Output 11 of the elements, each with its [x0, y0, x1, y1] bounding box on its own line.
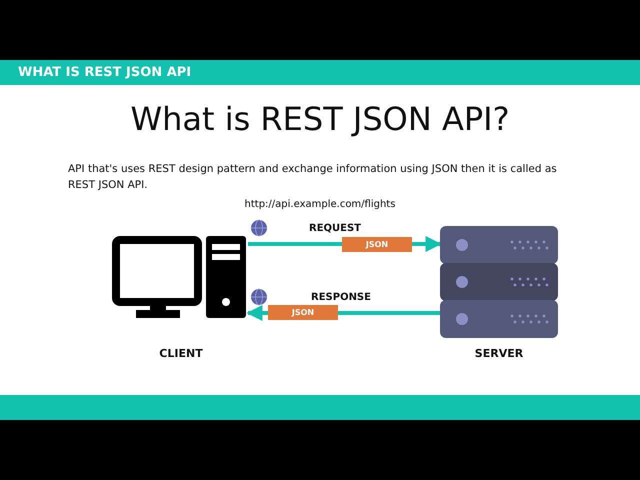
slide-title: What is REST JSON API?: [129, 100, 511, 138]
node-label: SERVER: [474, 347, 524, 360]
server-node: [440, 226, 558, 360]
url-text: http://api.example.com/flights: [244, 199, 396, 210]
description-text: API that's uses REST design pattern and exchange information using JSON then it is called as REST JSON API.: [68, 162, 558, 193]
node-label: CLIENT: [158, 347, 204, 360]
edge-label: REQUEST: [307, 223, 364, 234]
json-tag: JSON: [268, 305, 338, 320]
header-title: WHAT IS REST JSON API: [18, 65, 192, 80]
json-tag: JSON: [342, 237, 412, 252]
edge-label: RESPONSE: [309, 292, 373, 303]
